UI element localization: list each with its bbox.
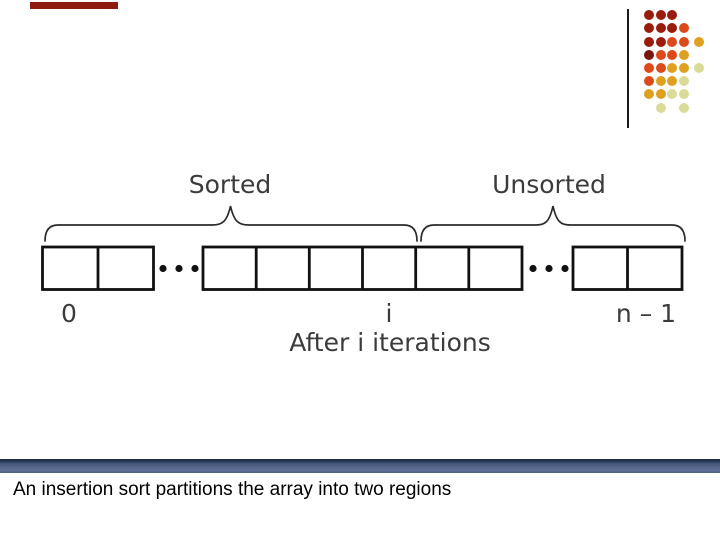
ellipsis-dot [175, 264, 183, 273]
slide-caption: An insertion sort partitions the array i… [13, 479, 452, 500]
index-0-label: 0 [61, 299, 77, 328]
iterations-caption: After i iterations [289, 328, 491, 357]
footer-gradient-bar [0, 459, 720, 473]
ellipsis-dot [159, 264, 167, 273]
divider-line [627, 9, 629, 128]
sorted-region-brace [44, 205, 418, 242]
sorted-label: Sorted [189, 170, 272, 199]
index-i-label: i [386, 299, 393, 328]
ellipsis-dot [529, 264, 537, 273]
accent-bar [30, 2, 118, 9]
ellipsis-dot [191, 264, 199, 273]
ellipsis-dot [545, 264, 553, 273]
unsorted-region-brace [420, 205, 686, 242]
unsorted-label: Unsorted [492, 170, 606, 199]
ellipsis-dot [561, 264, 569, 273]
index-n-1-label: n – 1 [616, 299, 676, 328]
